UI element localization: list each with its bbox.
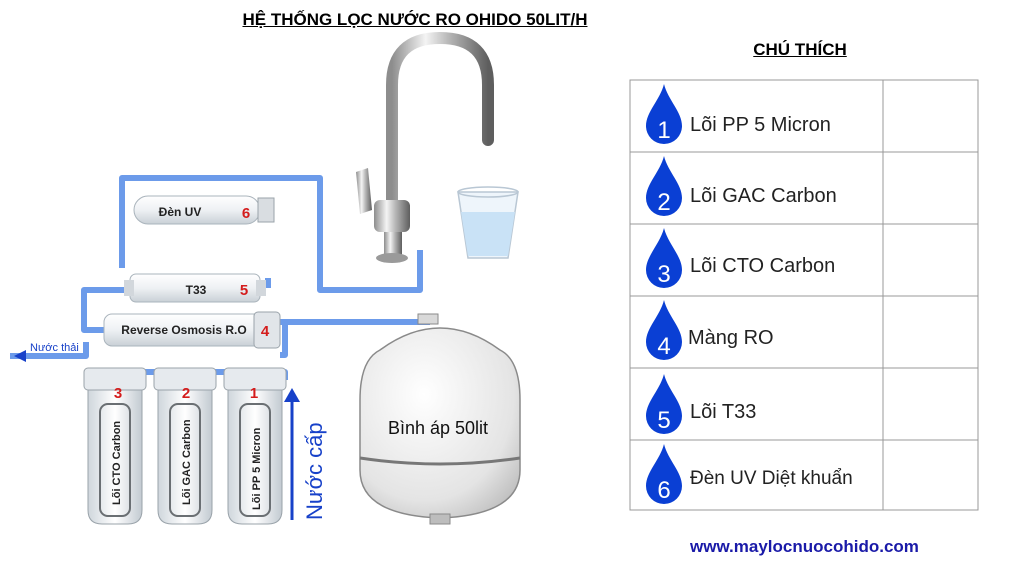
ro-number: 4 [261, 323, 270, 340]
legend-row-3: 3 Lõi CTO Carbon [646, 228, 835, 288]
legend-label-1: Lõi PP 5 Micron [690, 114, 831, 136]
water-drop-icon [646, 84, 682, 144]
uv-lamp-label: Đèn UV [159, 205, 202, 219]
t33-filter: T33 5 [124, 273, 266, 303]
legend-table [629, 79, 979, 511]
pressure-tank: Bình áp 50lit [359, 313, 521, 525]
ro-membrane: Reverse Osmosis R.O 4 [103, 311, 281, 349]
water-drop-icon [646, 300, 682, 360]
t33-number: 5 [240, 282, 248, 299]
legend-row-6: 6 Đèn UV Diệt khuẩn [646, 444, 853, 504]
legend-label-5: Lõi T33 [690, 401, 756, 423]
legend-label-6: Đèn UV Diệt khuẩn [690, 468, 853, 489]
legend-number-4: 4 [657, 333, 670, 360]
tank-label: Bình áp 50lit [388, 418, 488, 438]
page-title: HỆ THỐNG LỌC NƯỚC RO OHIDO 50LIT/H [242, 10, 588, 29]
legend-number-2: 2 [657, 189, 670, 216]
faucet [356, 31, 494, 263]
uv-lamp-number: 6 [242, 205, 250, 222]
uv-lamp: Đèn UV 6 [133, 195, 275, 225]
water-drop-icon [646, 444, 682, 504]
feed-water-arrow: Nước cấp [284, 388, 327, 520]
water-drop-icon [646, 228, 682, 288]
waste-water-label: Nước thải [30, 342, 79, 354]
legend-row-2: 2 Lõi GAC Carbon [646, 156, 837, 216]
legend-label-4: Màng RO [688, 327, 774, 349]
filter-2-number: 2 [182, 385, 190, 402]
filter-2-label: Lõi GAC Carbon [181, 419, 193, 505]
ro-label: Reverse Osmosis R.O [121, 323, 246, 337]
legend-number-1: 1 [657, 117, 670, 144]
legend-row-4: 4 Màng RO [646, 300, 774, 360]
water-drop-icon [646, 156, 682, 216]
website-link[interactable]: www.maylocnuocohido.com [690, 537, 919, 556]
legend-row-5: 5 Lõi T33 [646, 374, 756, 434]
filter-3-number: 3 [114, 385, 122, 402]
filter-1-label: Lõi PP 5 Micron [251, 427, 263, 510]
water-drop-icon [646, 374, 682, 434]
filter-3-label: Lõi CTO Carbon [111, 421, 123, 505]
feed-water-label: Nước cấp [302, 422, 327, 520]
filter-housing-2: 2 Lõi GAC Carbon [153, 367, 217, 525]
legend-number-5: 5 [657, 407, 670, 434]
legend-row-1: 1 Lõi PP 5 Micron [646, 84, 831, 144]
legend-title: CHÚ THÍCH [753, 40, 847, 59]
legend-label-3: Lõi CTO Carbon [690, 255, 835, 277]
water-glass [457, 186, 519, 259]
filter-1-number: 1 [250, 385, 258, 402]
filter-housing-3: 3 Lõi CTO Carbon [83, 367, 147, 525]
t33-label: T33 [186, 283, 207, 297]
legend-label-2: Lõi GAC Carbon [690, 185, 837, 207]
legend-number-6: 6 [657, 477, 670, 504]
legend-number-3: 3 [657, 261, 670, 288]
filter-housing-1: 1 Lõi PP 5 Micron [223, 367, 287, 525]
